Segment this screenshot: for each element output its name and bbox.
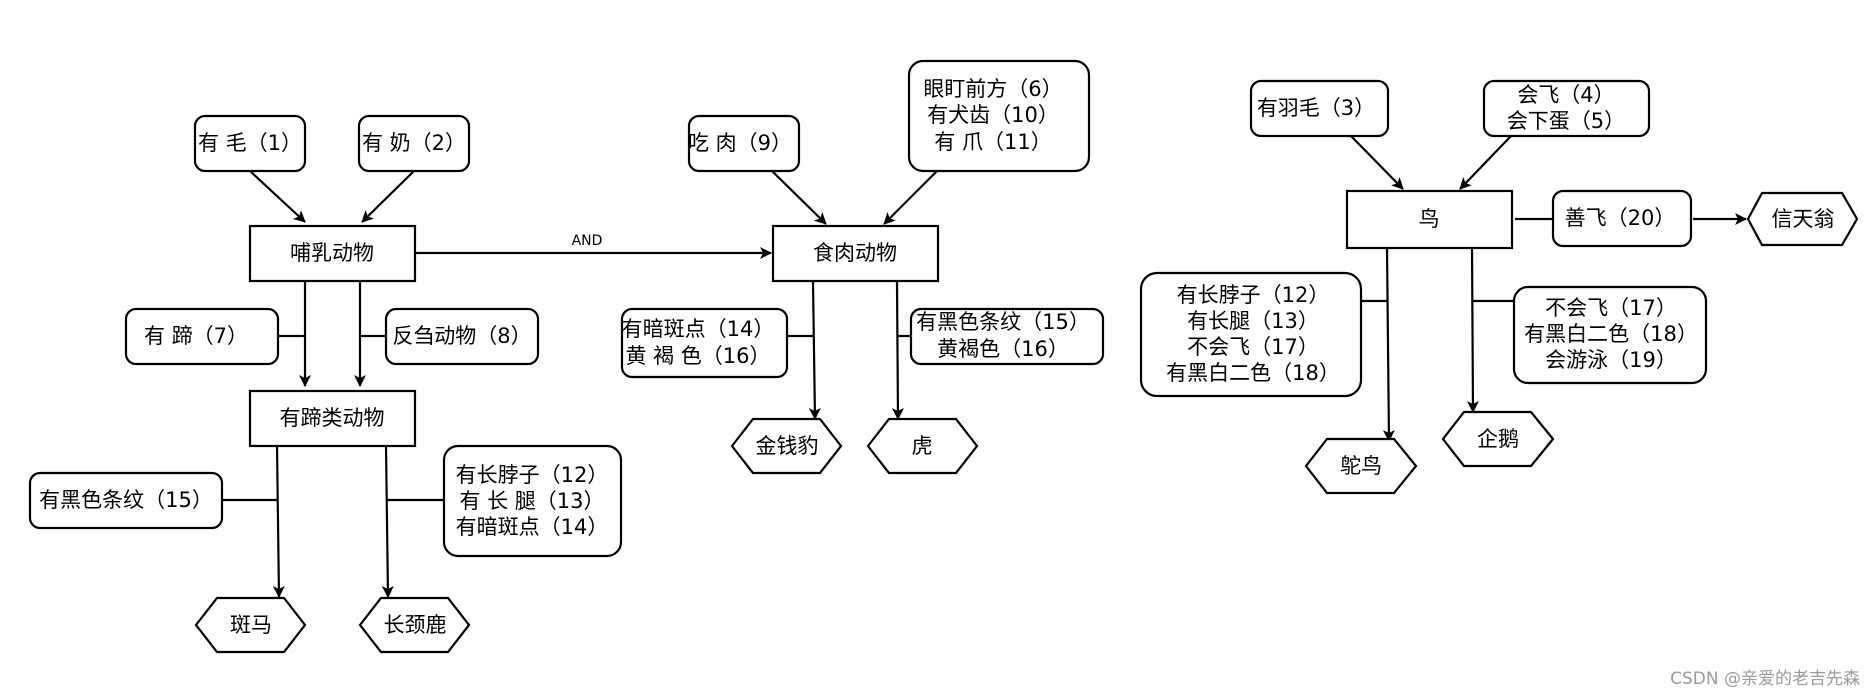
node-shirou: 食肉动物 [771, 224, 940, 283]
edge-you-mao-to-buru [249, 170, 306, 223]
node-chirou: 吃 肉（9） [687, 114, 801, 173]
node-albatross: 信天翁 [1746, 191, 1859, 247]
node-tiger-cond-line-2: 黄褐色（16） [937, 337, 1069, 361]
edge-shirou-to-tiger [891, 281, 904, 420]
node-fanchu: 反刍动物（8） [384, 307, 540, 366]
node-zebra-cond: 有黑色条纹（15） [28, 471, 224, 530]
node-penguin-cond: 不会飞（17） 有黑白二色（18） 会游泳（19） [1512, 285, 1708, 385]
node-giraffe-cond: 有长脖子（12） 有 长 腿（13） 有暗斑点（14） [442, 444, 623, 558]
node-fly-egg-line-1: 会飞（4） [1517, 83, 1614, 107]
node-leopard-cond-line-2: 黄 褐 色（16） [625, 344, 770, 368]
node-buru: 哺乳动物 [248, 224, 417, 283]
node-niao-label: 鸟 [1419, 207, 1440, 231]
node-giraffe-cond-line-2: 有 长 腿（13） [459, 489, 604, 513]
node-chirou-label: 吃 肉（9） [688, 131, 792, 155]
node-giraffe-label: 长颈鹿 [384, 613, 447, 637]
node-tiger-cond-line-1: 有黑色条纹（15） [916, 310, 1090, 334]
edge-youtilei-to-giraffe [381, 445, 394, 598]
node-tiger-cond: 有黑色条纹（15） 黄褐色（16） [909, 307, 1105, 366]
node-ostrich: 鸵鸟 [1304, 437, 1418, 495]
node-yumao-label: 有羽毛（3） [1257, 96, 1375, 120]
node-leopard-label: 金钱豹 [756, 434, 819, 458]
node-you-ti: 有 蹄（7） [124, 307, 280, 366]
edge-chirou-to-shirou [771, 170, 827, 225]
node-shanfei-label: 善飞（20） [1565, 206, 1676, 230]
node-tiger-label: 虎 [912, 434, 933, 458]
edge-shirou-to-leopard [808, 281, 821, 420]
node-you-mao-label: 有 毛（1） [198, 131, 302, 155]
node-zebra: 斑马 [194, 596, 307, 654]
node-yumao: 有羽毛（3） [1249, 79, 1390, 138]
edge-fly-egg-to-niao [1459, 135, 1512, 190]
node-fly-egg: 会飞（4） 会下蛋（5） [1482, 79, 1651, 138]
edge-youtilei-to-zebra [272, 445, 285, 598]
node-fanchu-label: 反刍动物（8） [392, 324, 531, 348]
node-leopard: 金钱豹 [730, 417, 843, 475]
node-giraffe: 长颈鹿 [358, 596, 471, 654]
edges [222, 135, 1747, 598]
node-you-nai: 有 奶（2） [357, 114, 471, 173]
node-ostrich-cond-line-4: 有黑白二色（18） [1166, 361, 1340, 385]
node-ostrich-cond-line-2: 有长腿（13） [1187, 309, 1319, 333]
node-carn-cond-line-2: 有犬齿（10） [927, 103, 1059, 127]
node-penguin-cond-line-2: 有黑白二色（18） [1524, 322, 1698, 346]
node-shirou-label: 食肉动物 [813, 241, 897, 265]
edge-carn-cond-to-shirou [883, 170, 938, 225]
edge-label-and: AND [572, 233, 603, 249]
node-carn-cond: 眼盯前方（6） 有犬齿（10） 有 爪（11） [907, 59, 1091, 173]
node-albatross-label: 信天翁 [1772, 207, 1835, 231]
node-youtilei-label: 有蹄类动物 [280, 406, 385, 430]
node-youtilei: 有蹄类动物 [248, 389, 417, 448]
node-zebra-cond-label: 有黑色条纹（15） [39, 488, 213, 512]
node-giraffe-cond-line-3: 有暗斑点（14） [456, 515, 609, 539]
node-carn-cond-line-3: 有 爪（11） [934, 130, 1051, 154]
node-leopard-cond-line-1: 有暗斑点（14） [622, 317, 775, 341]
node-buru-label: 哺乳动物 [290, 241, 374, 265]
node-ostrich-label: 鸵鸟 [1340, 454, 1382, 478]
watermark: CSDN @亲爱的老吉先森 [1670, 669, 1860, 689]
edge-niao-to-ostrich [1382, 247, 1395, 442]
node-tiger: 虎 [866, 417, 979, 475]
edge-you-nai-to-buru [361, 170, 415, 223]
node-giraffe-cond-line-1: 有长脖子（12） [456, 463, 609, 487]
node-ostrich-cond: 有长脖子（12） 有长腿（13） 不会飞（17） 有黑白二色（18） [1139, 271, 1363, 398]
node-shanfei: 善飞（20） [1551, 189, 1693, 248]
node-ostrich-cond-line-1: 有长脖子（12） [1177, 283, 1330, 307]
node-zebra-label: 斑马 [230, 613, 272, 637]
edge-yumao-to-niao [1350, 135, 1404, 190]
node-penguin-cond-line-3: 会游泳（19） [1545, 348, 1677, 372]
node-penguin-cond-line-1: 不会飞（17） [1545, 296, 1677, 320]
node-niao: 鸟 [1345, 189, 1514, 250]
node-ostrich-cond-line-3: 不会飞（17） [1187, 335, 1319, 359]
node-you-ti-label: 有 蹄（7） [144, 324, 248, 348]
node-penguin: 企鹅 [1441, 410, 1555, 468]
node-you-mao: 有 毛（1） [193, 114, 307, 173]
node-fly-egg-line-2: 会下蛋（5） [1507, 109, 1625, 133]
edge-niao-to-penguin [1466, 247, 1479, 413]
node-carn-cond-line-1: 眼盯前方（6） [923, 77, 1062, 101]
node-you-nai-label: 有 奶（2） [362, 131, 466, 155]
node-leopard-cond: 有暗斑点（14） 黄 褐 色（16） [620, 307, 789, 379]
node-penguin-label: 企鹅 [1477, 427, 1519, 451]
